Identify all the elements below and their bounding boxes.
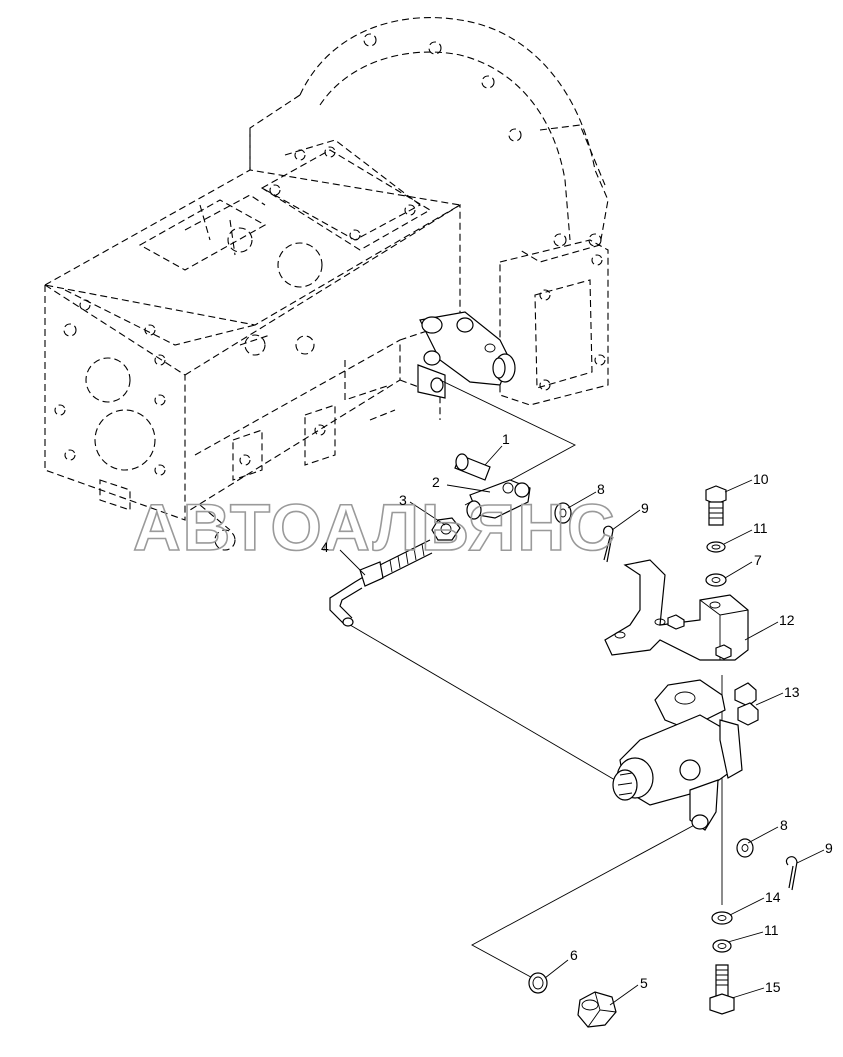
callout-10: 10 xyxy=(753,471,769,487)
lock-washer-part-11-upper xyxy=(706,541,726,553)
callout-6: 6 xyxy=(570,947,578,963)
callout-12: 12 xyxy=(779,612,795,628)
pin-part-1 xyxy=(454,453,491,481)
bracket-part-12 xyxy=(604,559,749,661)
shift-rod-part-4 xyxy=(329,539,433,627)
gearbox-housing xyxy=(43,17,609,551)
cotter-pin-part-9-upper xyxy=(603,525,614,563)
watermark-text: АВТОАЛЬЯНС xyxy=(133,490,617,564)
washer-part-7 xyxy=(705,573,727,587)
washer-part-8-lower xyxy=(736,838,754,858)
cotter-pin-part-9-lower xyxy=(785,856,798,891)
nut-part-3 xyxy=(431,517,461,541)
valve-assembly-part-13 xyxy=(612,679,759,831)
clevis-fork-part-2 xyxy=(466,479,531,520)
lock-washer-part-11-lower xyxy=(712,939,732,953)
callout-11-upper: 11 xyxy=(753,520,768,536)
callout-1: 1 xyxy=(502,431,510,447)
callout-4: 4 xyxy=(321,539,329,555)
assembly-leader-lines xyxy=(344,379,723,983)
callout-5: 5 xyxy=(640,975,648,991)
callout-9-lower: 9 xyxy=(825,840,833,856)
callout-8-upper: 8 xyxy=(597,481,605,497)
housing-shift-lever-assembly xyxy=(417,311,516,399)
seal-ring-part-6 xyxy=(528,972,548,994)
callout-3: 3 xyxy=(399,492,407,508)
callout-numbers: 1 2 3 4 5 6 7 8 8 9 9 10 11 11 12 13 14 … xyxy=(321,431,833,995)
plug-part-5 xyxy=(577,991,617,1028)
callout-8-lower: 8 xyxy=(780,817,788,833)
bolt-part-15 xyxy=(709,964,735,1015)
washer-part-8-upper xyxy=(554,502,572,524)
callout-leaders xyxy=(339,445,825,1006)
washer-part-14 xyxy=(711,911,733,925)
callout-2: 2 xyxy=(432,474,440,490)
callout-13: 13 xyxy=(784,684,800,700)
callout-7: 7 xyxy=(754,552,762,568)
callout-14: 14 xyxy=(765,889,781,905)
callout-15: 15 xyxy=(765,979,781,995)
callout-9-upper: 9 xyxy=(641,500,649,516)
bolt-part-10 xyxy=(705,485,727,526)
callout-11-lower: 11 xyxy=(764,922,779,938)
